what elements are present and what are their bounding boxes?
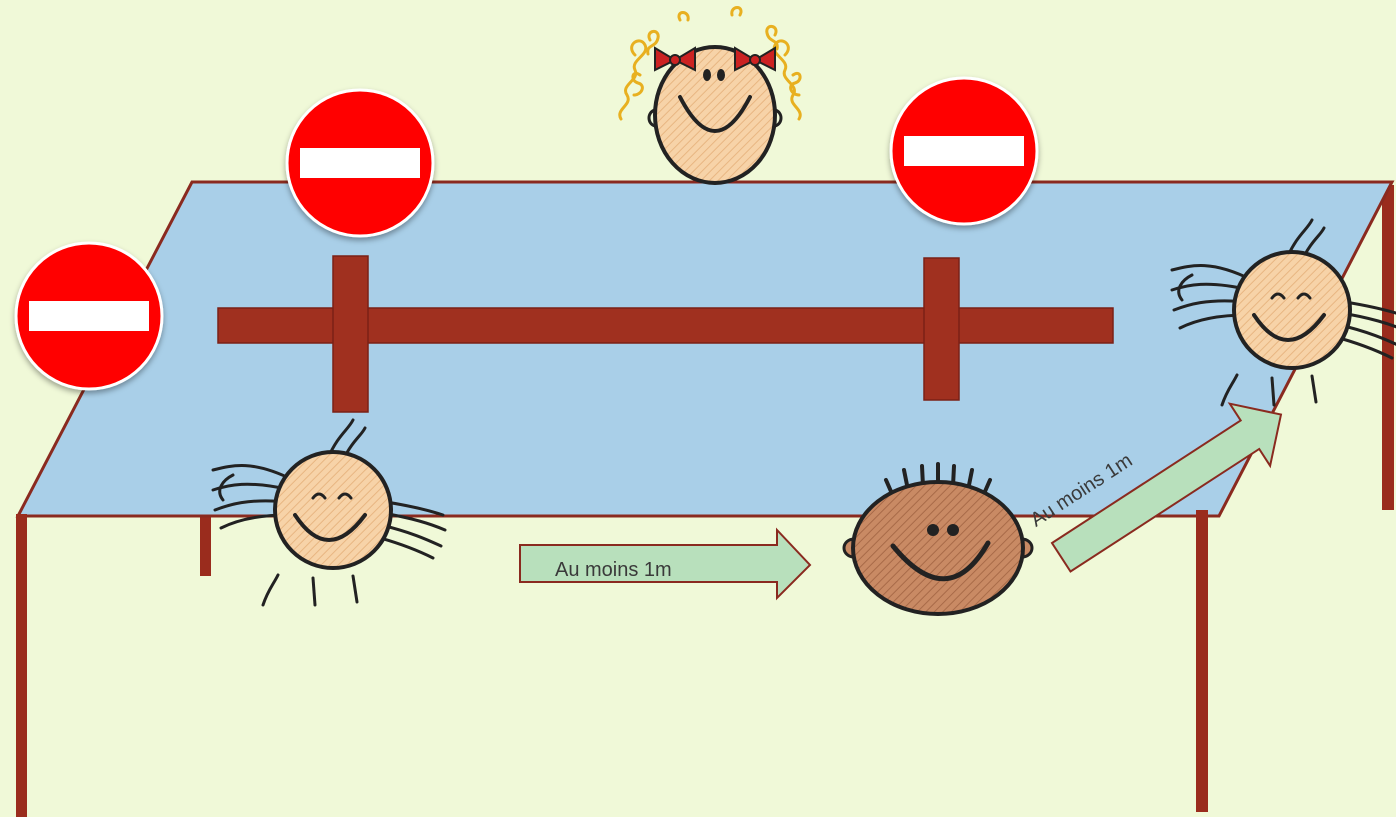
distance-label-front: Au moins 1m [555, 559, 672, 581]
no-entry-sign-icon [891, 78, 1037, 224]
table-leg-front-right [1196, 510, 1208, 812]
distance-arrow-front: Au moins 1m [519, 527, 812, 601]
table-leg-back-right [1382, 185, 1394, 510]
table-divider-left [332, 255, 369, 413]
boy-icon [842, 462, 1034, 616]
no-entry-sign-icon [287, 90, 433, 236]
no-entry-sign-icon [16, 243, 162, 389]
table-divider-right [923, 257, 960, 401]
table-leg-back-left [200, 510, 211, 576]
table-leg-front-left [16, 514, 27, 817]
girl-pigtails-icon [618, 6, 802, 185]
